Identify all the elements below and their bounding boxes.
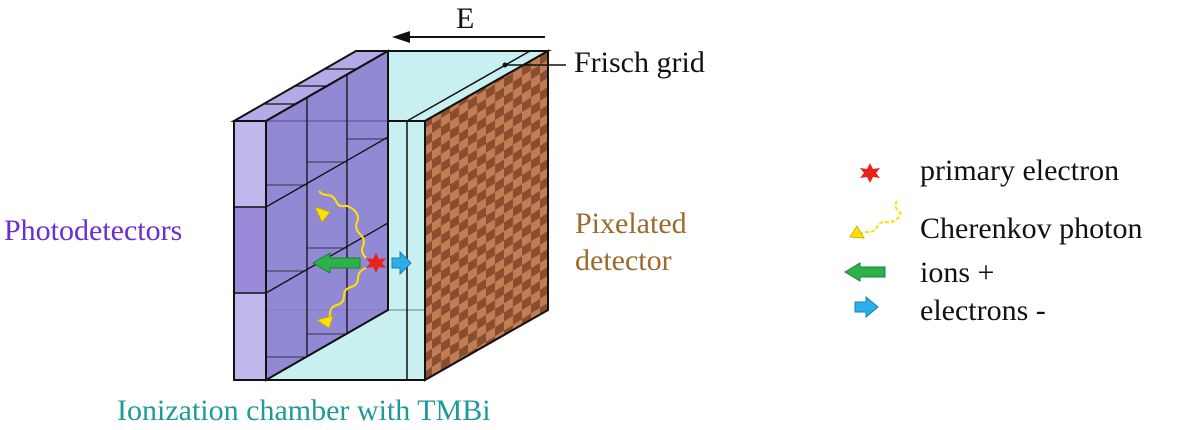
legend-item-electrons: electrons - [920, 294, 1046, 327]
primary-electron-star [366, 253, 386, 273]
pixelated-label-line1: Pixelated [575, 207, 687, 240]
frisch-grid-pointer [502, 62, 566, 68]
blue-arrow-icon [854, 295, 879, 319]
pixelated-detector-face [424, 49, 549, 382]
frisch-grid-label: Frisch grid [574, 46, 705, 79]
legend-item-primary-electron: primary electron [920, 154, 1120, 187]
yellow-wavy-arrow-icon [849, 200, 902, 239]
cherenkov-photon-up [314, 190, 367, 259]
legend-item-cherenkov-photon: Cherenkov photon [920, 212, 1143, 245]
event-illustration [312, 190, 412, 329]
field-label: E [456, 2, 475, 35]
electron-arrow [391, 250, 412, 276]
pixelated-detector-label: Pixelated detector [575, 205, 687, 279]
photodetector-array [230, 49, 392, 382]
photodetectors-label: Photodetectors [4, 214, 183, 247]
pixelated-label-line2: detector [575, 244, 672, 277]
legend-item-ions: ions + [920, 256, 995, 289]
field-arrow [392, 31, 545, 43]
ion-arrow [312, 252, 361, 274]
legend-icons [844, 163, 902, 319]
red-star-icon [860, 163, 880, 183]
cherenkov-photon-down [316, 267, 367, 329]
ionization-chamber-label: Ionization chamber with TMBi [117, 394, 491, 427]
green-arrow-icon [844, 262, 886, 282]
